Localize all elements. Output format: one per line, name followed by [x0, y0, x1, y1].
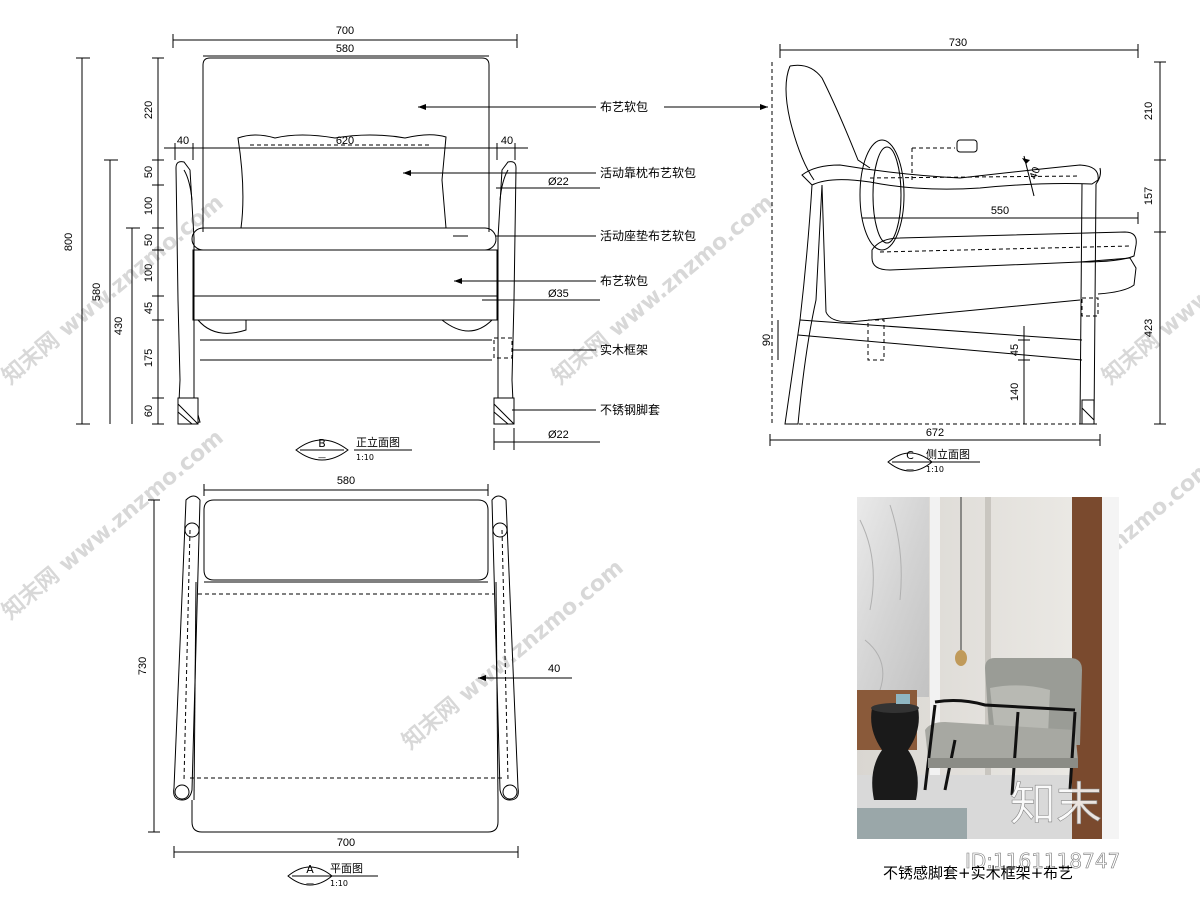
side-elevation: 40 730 550 672 210 157 423 90 45 — [664, 37, 1166, 474]
title-plan-scale: 1:10 — [330, 879, 348, 888]
dim-side-210: 210 — [1143, 102, 1155, 120]
dim-plan-depth-730: 730 — [137, 657, 149, 675]
dim-front-back-580: 580 — [336, 43, 354, 55]
dim-side-140: 140 — [1009, 383, 1021, 401]
title-side-elevation: 侧立面图 — [926, 447, 970, 461]
label-fabric-back: 布艺软包 — [600, 100, 648, 114]
title-front-elevation: 正立面图 — [356, 435, 400, 449]
dim-front-seg-100a: 100 — [143, 197, 155, 215]
brand-watermark: 知末 — [1010, 777, 1102, 831]
dim-side-arm-40: 40 — [1028, 165, 1043, 181]
label-pillow: 活动靠枕布艺软包 — [600, 165, 696, 180]
watermark: 知末网 www.znzmo.com — [547, 189, 778, 389]
side-view-title: C — 侧立面图 1:10 — [887, 447, 980, 474]
plan-view-title: A — 平面图 1:10 — [287, 862, 378, 888]
dim-side-90: 90 — [761, 334, 773, 346]
dim-plan-arm-40: 40 — [548, 663, 560, 675]
dim-front-arm-dia-22: Ø22 — [548, 176, 569, 188]
svg-text:—: — — [906, 465, 914, 474]
dim-front-seg-45: 45 — [143, 302, 155, 314]
dim-front-seat-height-430: 430 — [113, 317, 125, 335]
dim-side-depth-730: 730 — [949, 37, 967, 49]
dim-front-leg-dia-22: Ø22 — [548, 429, 569, 441]
dim-front-seg-50a: 50 — [143, 166, 155, 178]
dim-front-arm-height-580: 580 — [91, 283, 103, 301]
dim-side-seat-550: 550 — [991, 205, 1009, 217]
watermark: 知末网 www.znzmo.com — [0, 424, 229, 624]
label-foot-cap: 不锈钢脚套 — [600, 402, 660, 417]
image-id: ID:1161118747 — [965, 849, 1120, 873]
dim-front-pillow-620: 620 — [336, 135, 354, 147]
front-view-title: B — 正立面图 1:10 — [295, 435, 412, 462]
title-mark-a: A — [306, 863, 314, 876]
dim-front-rail-dia-35: Ø35 — [548, 288, 569, 300]
dim-plan-top-580: 580 — [337, 475, 355, 487]
title-plan-view: 平面图 — [330, 862, 363, 875]
dim-side-157: 157 — [1143, 187, 1155, 205]
plan-view: 580 700 730 40 A — 平面图 1:10 — [137, 475, 572, 888]
dim-side-45: 45 — [1009, 344, 1021, 356]
product-photo: 知末 — [857, 497, 1119, 839]
dim-side-423: 423 — [1143, 319, 1155, 337]
dim-front-width-700: 700 — [336, 25, 354, 37]
dim-front-arm-left-40: 40 — [177, 135, 189, 147]
svg-text:—: — — [306, 879, 314, 888]
dim-front-seg-60: 60 — [143, 405, 155, 417]
title-front-scale: 1:10 — [356, 453, 374, 462]
svg-text:—: — — [318, 453, 326, 462]
front-elevation: 700 580 620 40 40 800 580 430 220 — [63, 25, 696, 462]
dim-plan-bottom-700: 700 — [337, 837, 355, 849]
label-cushion: 活动座垫布艺软包 — [600, 228, 696, 243]
dim-front-arm-right-40: 40 — [501, 135, 513, 147]
photo-caption: 不锈感脚套+实木框架+布艺 — [883, 864, 1073, 882]
dim-front-seg-220: 220 — [143, 101, 155, 119]
dim-front-height-800: 800 — [63, 233, 75, 251]
label-frame: 实木框架 — [600, 342, 648, 357]
dim-front-seg-175: 175 — [143, 349, 155, 367]
watermark: 知末网 www.znzmo.com — [1097, 189, 1200, 389]
dim-front-seg-50b: 50 — [143, 234, 155, 246]
title-side-scale: 1:10 — [926, 465, 944, 474]
title-mark-c: C — [906, 449, 914, 462]
dim-side-base-672: 672 — [926, 427, 944, 439]
label-fabric-base: 布艺软包 — [600, 274, 648, 288]
title-mark-b: B — [318, 437, 326, 450]
dim-front-seg-100b: 100 — [143, 264, 155, 282]
